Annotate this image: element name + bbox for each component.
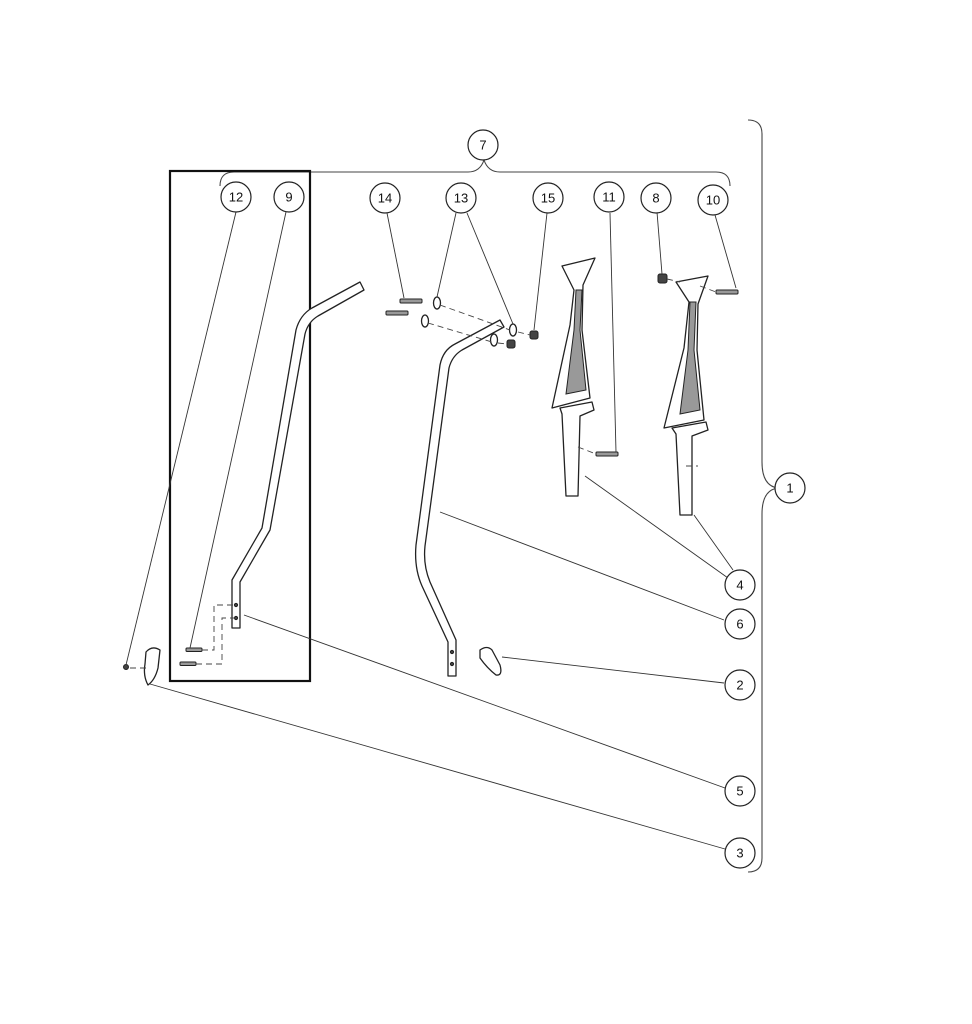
dashed-assembly-lines-left xyxy=(130,604,236,669)
highlight-box xyxy=(168,169,312,683)
leader-lines xyxy=(125,211,737,850)
brace-assembly-1 xyxy=(747,119,779,873)
callout-7: 7 xyxy=(467,129,499,161)
screw-9b xyxy=(179,661,197,666)
callout-13-label: 13 xyxy=(454,191,468,206)
callout-7-label: 7 xyxy=(479,138,486,153)
callout-8-label: 8 xyxy=(652,191,659,206)
callout-9: 9 xyxy=(273,181,305,213)
bracket-b xyxy=(657,273,739,516)
callout-13: 13 xyxy=(445,182,477,214)
cap-left xyxy=(143,647,161,686)
callout-4: 4 xyxy=(724,569,756,601)
callout-12-label: 12 xyxy=(229,190,243,205)
callout-1-label: 1 xyxy=(786,481,793,496)
bracket-a xyxy=(551,257,619,497)
cap-right xyxy=(479,646,502,676)
callout-6: 6 xyxy=(724,608,756,640)
callout-6-label: 6 xyxy=(736,617,743,632)
callout-3-label: 3 xyxy=(736,846,743,861)
callout-15-label: 15 xyxy=(541,191,555,206)
callout-5: 5 xyxy=(724,775,756,807)
fasteners-top xyxy=(385,296,539,349)
callout-11-label: 11 xyxy=(602,190,616,205)
callout-1: 1 xyxy=(774,472,806,504)
callout-2-label: 2 xyxy=(736,678,743,693)
screw-9a xyxy=(185,647,203,652)
callout-10-label: 10 xyxy=(706,193,720,208)
tube-left xyxy=(231,281,365,629)
callout-14: 14 xyxy=(369,182,401,214)
callout-4-label: 4 xyxy=(736,578,743,593)
tube-right xyxy=(414,319,505,677)
dot-12 xyxy=(123,664,129,670)
callout-12: 12 xyxy=(220,181,252,213)
callout-11: 11 xyxy=(593,181,625,213)
callout-15: 15 xyxy=(532,182,564,214)
callout-9-label: 9 xyxy=(285,190,292,205)
brace-group-7 xyxy=(219,158,731,187)
callout-10: 10 xyxy=(697,184,729,216)
callout-14-label: 14 xyxy=(378,191,392,206)
callout-2: 2 xyxy=(724,669,756,701)
callout-8: 8 xyxy=(640,182,672,214)
callout-3: 3 xyxy=(724,837,756,869)
callout-5-label: 5 xyxy=(736,784,743,799)
